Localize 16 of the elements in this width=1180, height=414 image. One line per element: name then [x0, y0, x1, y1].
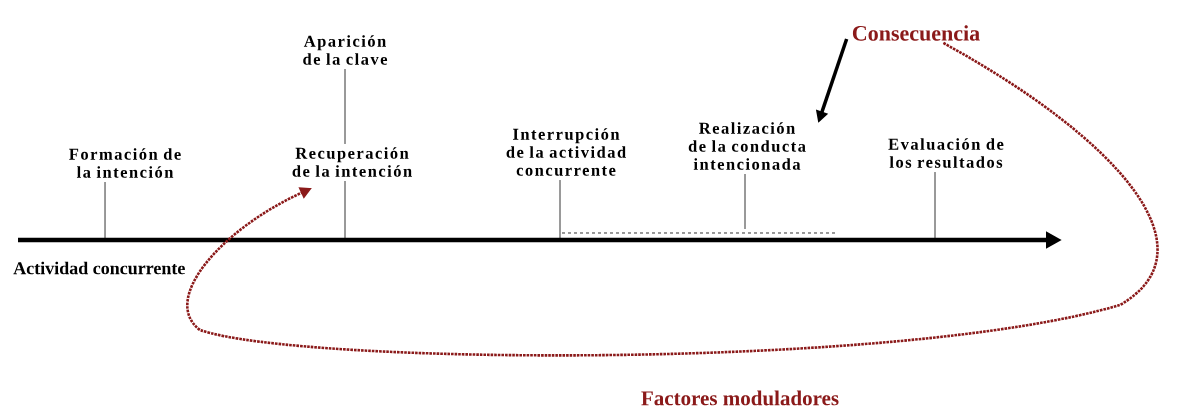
leader-line: [744, 173, 746, 230]
step-label: Aparición de la clave: [303, 35, 388, 65]
step-label: Recuperación de la intención: [292, 147, 412, 177]
step-label: Evaluación de los resultados: [888, 138, 1004, 168]
leader-line: [104, 181, 106, 241]
step-label: Interrupción de la actividad concurrente: [506, 128, 626, 176]
leader-line: [344, 180, 346, 241]
step-label: Realización de la conducta intencionada: [688, 122, 806, 170]
curved-arrow: [186, 41, 1158, 357]
heading-text: Consecuencia: [852, 25, 980, 41]
axis-label: Actividad concurrente: [13, 261, 185, 275]
step-label: Formación de la intención: [69, 148, 181, 178]
caption-text: Factores moduladores: [641, 390, 839, 406]
connector-line: [344, 68, 346, 145]
leader-line: [559, 179, 561, 241]
leader-line: [934, 171, 936, 241]
